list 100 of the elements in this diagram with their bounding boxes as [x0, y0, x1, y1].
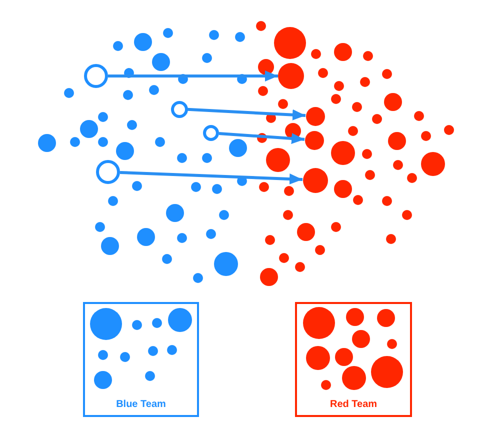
dot [152, 53, 170, 71]
dot [191, 182, 201, 192]
dot [348, 126, 358, 136]
dot [315, 245, 325, 255]
dot [382, 196, 392, 206]
arrow [218, 132, 305, 144]
dot [168, 308, 192, 332]
dot [257, 133, 267, 143]
dot [113, 41, 123, 51]
dot [284, 186, 294, 196]
dot [360, 77, 370, 87]
dot [123, 90, 133, 100]
dot [258, 59, 274, 75]
dot [353, 195, 363, 205]
dot [363, 51, 373, 61]
dot [214, 252, 238, 276]
ring [203, 125, 219, 141]
dot [331, 94, 341, 104]
dot [302, 168, 328, 192]
dot [393, 160, 403, 170]
dot [335, 348, 353, 366]
dot [306, 346, 330, 370]
dot [145, 371, 155, 381]
dot [237, 176, 247, 186]
dot [80, 120, 98, 138]
dot [94, 371, 112, 389]
dot [266, 113, 276, 123]
dot [303, 307, 335, 339]
dot [212, 184, 222, 194]
dot [306, 106, 324, 126]
dot [166, 204, 184, 222]
dot [260, 268, 278, 286]
dot [414, 111, 424, 121]
dot [206, 229, 216, 239]
dot [108, 196, 118, 206]
dot [352, 102, 362, 112]
dot [285, 123, 301, 139]
team-label: Red Team [330, 399, 378, 411]
dot [402, 210, 412, 220]
dot [334, 43, 352, 61]
dot [98, 112, 108, 122]
dot [256, 21, 266, 31]
dot [278, 99, 288, 109]
dot [98, 350, 108, 360]
dot [266, 148, 290, 172]
dot [388, 132, 406, 150]
dot [124, 68, 134, 78]
dot [362, 149, 372, 159]
dot [155, 137, 165, 147]
team-box [295, 302, 412, 417]
dot [365, 170, 375, 180]
dot [209, 30, 219, 40]
dot [384, 93, 402, 111]
dot [101, 237, 119, 255]
dot [64, 88, 74, 98]
dot [149, 85, 159, 95]
dot [219, 210, 229, 220]
dot [237, 74, 247, 84]
dot [295, 262, 305, 272]
dot [132, 181, 142, 191]
dot [334, 180, 352, 198]
dot [152, 318, 162, 328]
dot [297, 223, 315, 241]
dot [321, 380, 331, 390]
dot [278, 63, 304, 89]
team-label: Blue Team [116, 399, 166, 411]
dot [70, 137, 80, 147]
dot [371, 356, 403, 388]
dot [98, 137, 108, 147]
dot [137, 228, 155, 246]
dot [132, 320, 142, 330]
dot [259, 182, 269, 192]
dot [331, 222, 341, 232]
dot [274, 27, 306, 59]
dot [95, 222, 105, 232]
dot [279, 253, 289, 263]
dot [444, 125, 454, 135]
dot [372, 114, 382, 124]
team-box [83, 302, 199, 417]
dot [178, 74, 188, 84]
dot [163, 28, 173, 38]
dot [265, 235, 275, 245]
dot [386, 234, 396, 244]
dot [346, 308, 364, 326]
dot [311, 49, 321, 59]
dot [421, 131, 431, 141]
dot [38, 134, 56, 152]
dot [235, 32, 245, 42]
dot [167, 345, 177, 355]
dot [177, 233, 187, 243]
dot [148, 346, 158, 356]
dot [283, 210, 293, 220]
dot [193, 273, 203, 283]
dot [342, 366, 366, 390]
ring [170, 100, 188, 118]
dot [90, 308, 122, 340]
dot [258, 86, 268, 96]
ring [96, 160, 120, 184]
dot [162, 254, 172, 264]
arrow [187, 108, 306, 120]
